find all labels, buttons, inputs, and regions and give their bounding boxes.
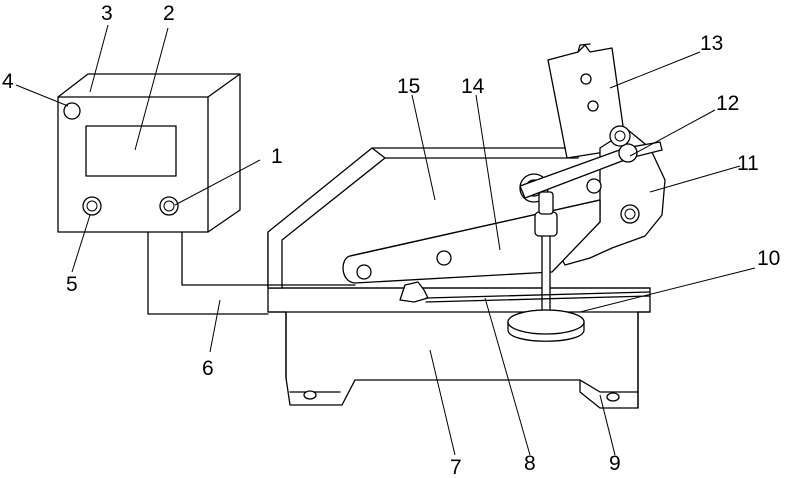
label-9: 9 bbox=[609, 452, 621, 475]
foot-hole-left bbox=[304, 391, 316, 399]
rod-lower-pin bbox=[587, 179, 601, 193]
pressure-disc bbox=[508, 310, 584, 341]
label-5: 5 bbox=[66, 273, 78, 296]
foot-hole-right bbox=[607, 393, 619, 401]
label-7: 7 bbox=[450, 456, 462, 478]
label-4: 4 bbox=[2, 70, 14, 93]
label-8: 8 bbox=[524, 452, 536, 475]
control-knob-right bbox=[160, 197, 178, 215]
label-1: 1 bbox=[271, 145, 283, 168]
label-10: 10 bbox=[757, 247, 780, 270]
label-12: 12 bbox=[716, 92, 739, 115]
arm-center-hole bbox=[437, 251, 451, 265]
rod-pin bbox=[619, 144, 637, 162]
cam-hole bbox=[621, 205, 639, 223]
control-knob-left bbox=[83, 197, 101, 215]
label-11: 11 bbox=[737, 152, 759, 175]
label-14: 14 bbox=[461, 75, 485, 98]
label-3: 3 bbox=[101, 2, 113, 25]
bracket-hole-2 bbox=[588, 101, 598, 111]
label-13: 13 bbox=[700, 32, 723, 55]
bracket-hole-1 bbox=[581, 74, 591, 84]
rod-bearing bbox=[610, 126, 630, 146]
arm-pivot-hole bbox=[357, 265, 371, 279]
display-screen bbox=[86, 126, 176, 176]
label-2: 2 bbox=[163, 2, 175, 25]
pivot-arm bbox=[343, 200, 600, 283]
label-6: 6 bbox=[202, 357, 214, 380]
label-15: 15 bbox=[397, 75, 420, 98]
base-foot bbox=[304, 391, 619, 401]
